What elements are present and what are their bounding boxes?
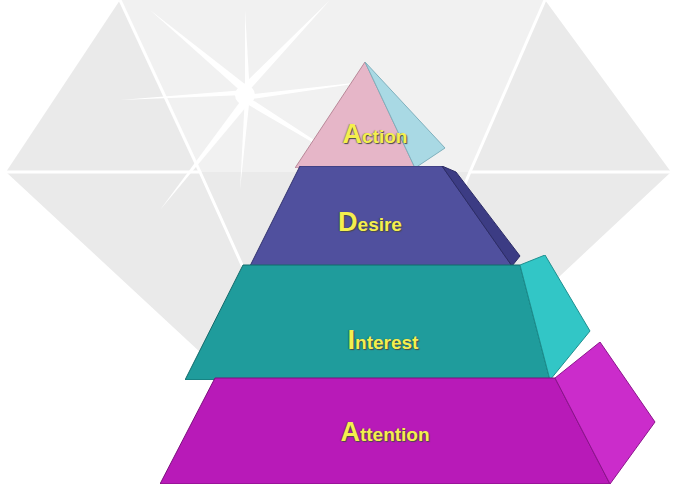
desire-level: Desire — [250, 166, 522, 274]
level-label: Interest — [348, 325, 419, 356]
attention-level: Attention — [160, 342, 660, 484]
level-label: Attention — [340, 417, 429, 448]
level-label: Action — [343, 119, 408, 150]
pyramid-band — [185, 255, 595, 380]
pyramid-band — [160, 342, 660, 484]
pyramid-band — [295, 62, 465, 168]
action-level: Action — [295, 62, 465, 168]
level-label: Desire — [338, 207, 402, 238]
interest-level: Interest — [185, 255, 595, 380]
